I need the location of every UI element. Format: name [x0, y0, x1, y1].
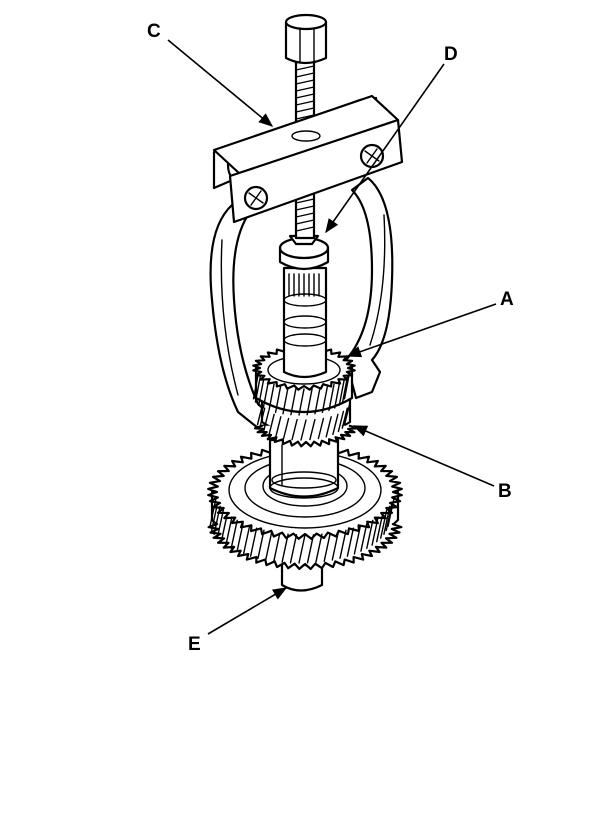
gear-tooth-line: [321, 385, 329, 414]
gear-tooth-line: [273, 532, 281, 562]
gear-tooth-line: [339, 529, 347, 559]
gear-tooth-line: [282, 387, 289, 415]
gear-tooth-line: [225, 516, 233, 546]
gear-tooth-line: [236, 522, 244, 552]
gear-tooth-line: [252, 372, 260, 400]
gear-tooth-line: [309, 418, 316, 441]
callout-c: C: [147, 21, 274, 127]
gear-tooth-line: [315, 533, 323, 563]
gear-tooth-line: [300, 419, 307, 441]
callout-d-label: D: [444, 44, 458, 65]
gear-tooth-line: [371, 516, 379, 546]
gear-tooth-line: [254, 375, 262, 403]
gear-tooth-line: [274, 385, 282, 414]
gear-tooth-line: [383, 505, 391, 535]
gear-tooth-line: [268, 413, 275, 436]
gear-tooth-line: [298, 534, 306, 564]
gear-tooth-line: [306, 388, 313, 416]
gear-tooth-line: [259, 407, 266, 429]
screw-thread-line: [295, 72, 315, 78]
gear-tooth-line: [275, 416, 282, 438]
gear-tooth-line: [258, 378, 265, 406]
screw-thread-line: [295, 100, 315, 106]
gear-tooth-line: [360, 522, 368, 552]
callout-b-label: B: [498, 481, 512, 502]
gear-tooth-line: [341, 375, 349, 403]
callout-c-label: C: [147, 21, 161, 42]
screw-thread-line: [295, 212, 315, 218]
gear-tooth-line: [298, 388, 305, 416]
shaft: [268, 438, 340, 499]
gear-tooth-line: [385, 501, 393, 532]
screw-thread-line: [295, 219, 315, 225]
callout-d: D: [325, 44, 458, 234]
gear-tooth-line: [346, 527, 355, 557]
gear-tooth-line: [268, 383, 275, 412]
gear-tooth-line: [242, 525, 251, 555]
gear-tooth-line: [282, 417, 290, 440]
gear-tooth-line: [380, 509, 388, 539]
gear-tooth-line: [337, 410, 345, 433]
gear-tooth-line: [281, 533, 289, 563]
gear-tooth-line: [209, 497, 217, 528]
gear-tooth-line: [262, 381, 269, 409]
gear-tooth-line: [230, 519, 238, 549]
gear-tooth-line: [314, 387, 321, 415]
callout-e-label: E: [188, 634, 201, 655]
screw-thread-line: [295, 205, 315, 211]
screw-thread-line: [295, 107, 315, 113]
screw-thread-line: [295, 93, 315, 99]
gear-tooth-line: [290, 388, 297, 416]
callout-e: E: [188, 587, 288, 655]
gear-tooth-line: [323, 532, 331, 562]
gear-tooth-line: [331, 531, 339, 561]
gear-tooth-line: [376, 513, 384, 543]
gear-tooth-line: [332, 413, 339, 436]
gear-a: [252, 345, 356, 416]
gear-tooth-line: [341, 407, 348, 429]
gear-tooth-line: [216, 509, 225, 539]
callout-b: B: [352, 425, 512, 502]
screw-thread-line: [295, 79, 315, 85]
gear-tooth-line: [291, 418, 298, 441]
gear-tooth-line: [306, 534, 315, 564]
screw-thread-line: [295, 86, 315, 92]
puller-crossbar: [212, 94, 404, 224]
gear-tooth-line: [334, 381, 341, 409]
gear-tooth-line: [328, 383, 335, 412]
gear-tooth-line: [257, 529, 265, 559]
gear-tooth-line: [289, 534, 298, 564]
gear-tooth-line: [353, 525, 362, 555]
gear-tooth-line: [210, 501, 219, 532]
gear-tooth-line: [366, 519, 374, 549]
gear-tooth-line: [325, 416, 332, 438]
splined-shaft: [282, 266, 328, 379]
gear-tooth-line: [343, 372, 351, 400]
gear-tooth-line: [338, 378, 345, 406]
screw-thread-line: [295, 114, 315, 120]
callout-a-label: A: [500, 289, 514, 310]
screw-thread-line: [295, 65, 315, 71]
gear-tooth-line: [343, 404, 351, 426]
screw-thread-line: [295, 226, 315, 232]
gear-tooth-line: [249, 527, 258, 557]
gear-tooth-line: [220, 513, 229, 543]
puller-adapter: [278, 234, 330, 271]
gear-tooth-line: [256, 404, 264, 426]
gear-tooth-line: [265, 531, 273, 561]
gear-tooth-line: [262, 410, 270, 433]
gear-tooth-line: [317, 417, 325, 440]
callout-a: A: [346, 289, 514, 358]
screw-thread-line: [295, 198, 315, 204]
gear-tooth-line: [213, 505, 221, 535]
large-gear: [207, 444, 403, 592]
gear-tooth-line: [387, 497, 395, 528]
